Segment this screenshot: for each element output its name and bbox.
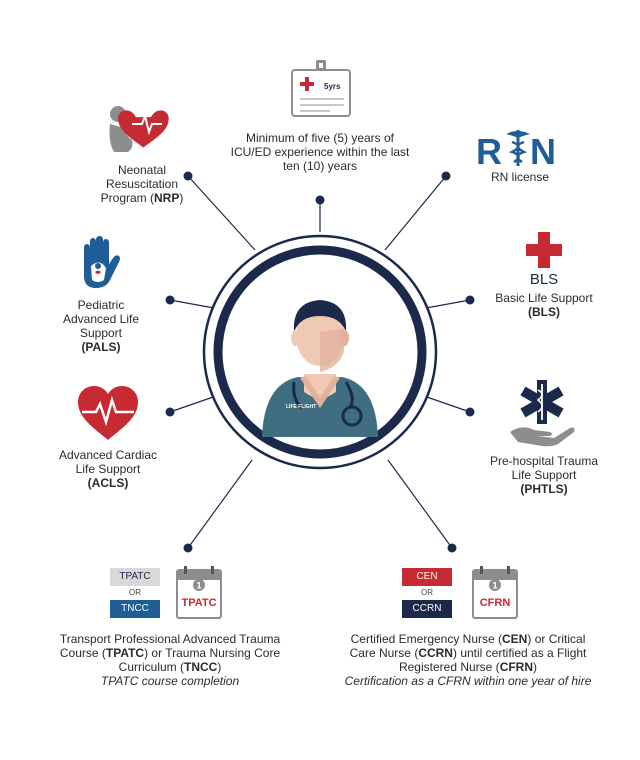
bls-icon-label: BLS — [529, 271, 559, 288]
tpatc-text: Transport Professional Advanced Trauma C… — [59, 632, 281, 688]
star-of-life-icon — [510, 380, 575, 447]
badge-years-text: 5yrs — [324, 82, 341, 91]
ccrn-badge: CCRN — [402, 600, 452, 618]
cfrn-or-label: OR — [421, 588, 433, 597]
acls-text: Advanced Cardiac Life Support (ACLS) — [58, 448, 158, 490]
connector-dot — [315, 195, 325, 205]
svg-text:N: N — [530, 131, 556, 166]
svg-text:1: 1 — [196, 581, 201, 591]
tpatc-badge: TPATC — [110, 568, 160, 586]
connector-dot — [465, 295, 475, 305]
neonatal-heart-icon — [109, 106, 169, 152]
phtls-text: Pre-hospital Trauma Life Support (PHTLS) — [489, 454, 599, 496]
cen-badge: CEN — [402, 568, 452, 586]
tpatc-calendar-icon: 1 TPATC — [176, 566, 222, 619]
tpatc-or-label: OR — [129, 588, 141, 597]
cfrn-text: Certified Emergency Nurse (CEN) or Criti… — [344, 632, 592, 688]
connector-dot — [447, 543, 457, 553]
connector-dot — [465, 407, 475, 417]
connector-dot — [441, 171, 451, 181]
connector-dot — [165, 407, 175, 417]
svg-text:TPATC: TPATC — [181, 597, 216, 609]
connector-dot — [165, 295, 175, 305]
nurse-icon: LIFE FLIGHT — [262, 300, 378, 437]
svg-text:1: 1 — [492, 581, 497, 591]
tncc-badge: TNCC — [110, 600, 160, 618]
nrp-text: Neonatal Resuscitation Program (NRP) — [100, 163, 184, 205]
cfrn-calendar-icon: 1 CFRN — [472, 566, 518, 619]
id-badge-icon: 5yrs — [291, 60, 351, 117]
bls-text: Basic Life Support (BLS) — [495, 291, 593, 319]
svg-text:CFRN: CFRN — [480, 597, 511, 609]
nurse-avatar-circle: LIFE FLIGHT — [202, 234, 438, 470]
connector-dot — [183, 171, 193, 181]
experience-text: Minimum of five (5) years of ICU/ED expe… — [230, 131, 410, 173]
rn-caduceus-icon: R N — [476, 130, 556, 166]
connector-dot — [183, 543, 193, 553]
shirt-logo-text: LIFE FLIGHT — [286, 404, 316, 410]
red-cross-icon — [526, 232, 562, 268]
rn-license-text: RN license — [490, 170, 550, 184]
pediatric-hand-icon — [84, 236, 120, 288]
pals-text: Pediatric Advanced Life Support (PALS) — [62, 298, 140, 354]
cardiac-heart-icon — [78, 386, 138, 440]
svg-text:R: R — [476, 131, 502, 166]
